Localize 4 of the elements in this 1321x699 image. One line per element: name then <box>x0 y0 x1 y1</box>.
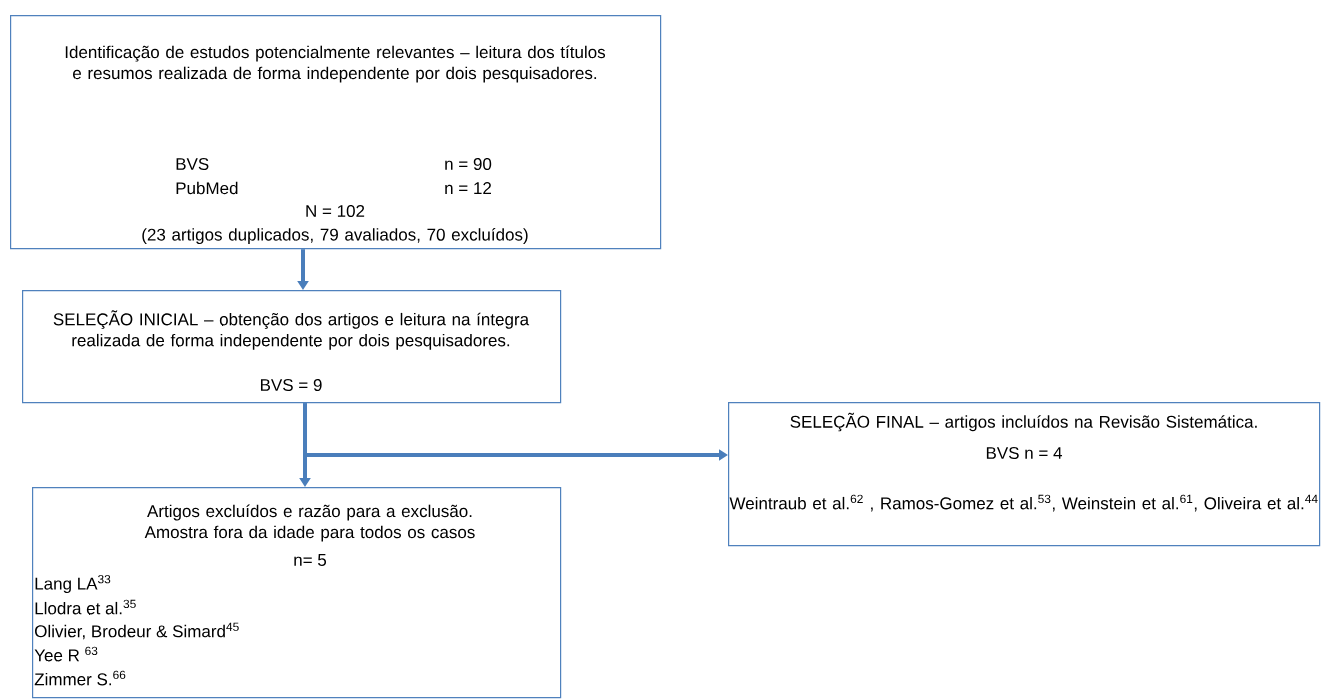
flow-box: Artigos excluídos e razão para a exclusão. Amostra fora da idade para todos os casos n= 5 Lang LA$^{33}$ Llodra et al.$^{35}$ Olivier, Brodeur & Simard$^{45}$ Yee R $^{63}$ Zimmer S.$^{66}$ <box>32 487 562 699</box>
flow-box: SELEÇÃO FINAL – artigos incluídos na Revisão Sistemática. BVS n = 4 Weintraub et al.$^{62}$ , Ramos-Gomez et al.$^{53}$, Weinstein et al.$^{61}$, Oliveira et al.$^{44}$ <box>728 402 1321 547</box>
flow-box: SELEÇÃO INICIAL – obtenção dos artigos e leitura na íntegra realizada de forma independente por dois pesquisadores. BVS = 9 <box>22 290 562 404</box>
flow-box: Identificação de estudos potencialmente relevantes – leitura dos títulos e resumos realizada de forma independente por dois pesquisadores. BVS n = 90 PubMed n = 12 N = 102 (23 artigos duplicados, 79 avaliados, 70 excluídos) <box>10 15 662 250</box>
